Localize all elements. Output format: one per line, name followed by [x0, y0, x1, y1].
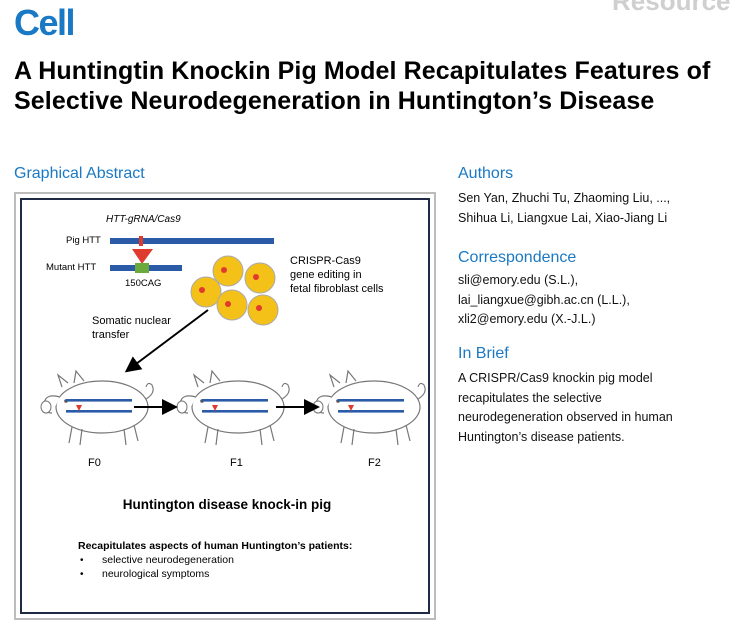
- fibroblast-cells: [190, 255, 279, 326]
- correspondence-list: sli@emory.edu (S.L.), lai_liangxue@gibh.…: [458, 271, 728, 330]
- in-brief-line: recapitulates the selective: [458, 390, 602, 405]
- generation-f0: F0: [88, 457, 101, 469]
- authors-section: Authors Sen Yan, Zhuchi Tu, Zhaoming Liu…: [458, 165, 728, 228]
- authors-list: Sen Yan, Zhuchi Tu, Zhaoming Liu, ..., S…: [458, 189, 728, 228]
- grna-target-mark: [139, 236, 143, 246]
- correspondence-section: Correspondence sli@emory.edu (S.L.), lai…: [458, 249, 728, 330]
- in-brief-line: neurodegeneration observed in human: [458, 410, 673, 424]
- diagram-caption: Huntington disease knock-in pig: [123, 497, 332, 512]
- transfer-label: Somatic nuclear transfer: [92, 315, 174, 341]
- mutant-htt-label: Mutant HTT: [46, 262, 96, 273]
- correspondence-email[interactable]: lai_liangxue@gibh.ac.cn (L.L.),: [458, 292, 630, 307]
- graphical-abstract-inner: HTT-gRNA/Cas9 Pig HTT Mutant HTT 150CAG: [20, 198, 430, 614]
- in-brief-section: In Brief A CRISPR/Cas9 knockin pig model…: [458, 345, 728, 447]
- insertion-triangle: [132, 249, 153, 264]
- pig-f0: [40, 370, 154, 446]
- authors-line: Shihua Li, Liangxue Lai, Xiao-Jiang Li: [458, 210, 668, 225]
- article-type: Resource: [612, 0, 731, 16]
- authors-heading: Authors: [458, 165, 514, 182]
- pig-htt-bar: [110, 238, 274, 244]
- generation-f1: F1: [230, 457, 243, 469]
- grna-label: HTT-gRNA/Cas9: [106, 214, 181, 225]
- graphical-abstract-heading: Graphical Abstract: [14, 165, 145, 182]
- in-brief-line: Huntington’s disease patients.: [458, 429, 625, 444]
- cag-insert: [135, 263, 149, 273]
- pig-htt-label: Pig HTT: [66, 235, 101, 246]
- in-brief-line: A CRISPR/Cas9 knockin pig model: [458, 371, 653, 385]
- recap-item: neurological symptoms: [102, 568, 209, 580]
- generation-f2: F2: [368, 457, 381, 469]
- pig-f1: [176, 370, 290, 446]
- recap-heading: Recapitulates aspects of human Huntingto…: [78, 540, 352, 552]
- correspondence-heading: Correspondence: [458, 249, 577, 266]
- cag-label: 150CAG: [125, 278, 161, 289]
- pig-f2: [312, 370, 426, 446]
- transfer-arrow: [124, 309, 209, 373]
- in-brief-text: A CRISPR/Cas9 knockin pig model recapitu…: [458, 369, 728, 447]
- recap-bullet: •: [80, 555, 84, 566]
- authors-line: Sen Yan, Zhuchi Tu, Zhaoming Liu, ...,: [458, 191, 671, 205]
- article-title: A Huntingtin Knockin Pig Model Recapitul…: [14, 57, 711, 115]
- correspondence-email[interactable]: sli@emory.edu (S.L.),: [458, 273, 579, 287]
- recap-item: selective neurodegeneration: [102, 554, 234, 566]
- journal-logo: Cell: [14, 2, 76, 43]
- graphical-abstract-diagram: HTT-gRNA/Cas9 Pig HTT Mutant HTT 150CAG: [40, 214, 426, 580]
- in-brief-heading: In Brief: [458, 345, 509, 362]
- recap-bullet: •: [80, 569, 84, 580]
- crispr-label: CRISPR-Cas9 gene editing in fetal fibrob…: [290, 255, 384, 295]
- graphical-abstract-frame: HTT-gRNA/Cas9 Pig HTT Mutant HTT 150CAG: [14, 192, 436, 620]
- correspondence-email[interactable]: xli2@emory.edu (X.-J.L.): [458, 312, 596, 326]
